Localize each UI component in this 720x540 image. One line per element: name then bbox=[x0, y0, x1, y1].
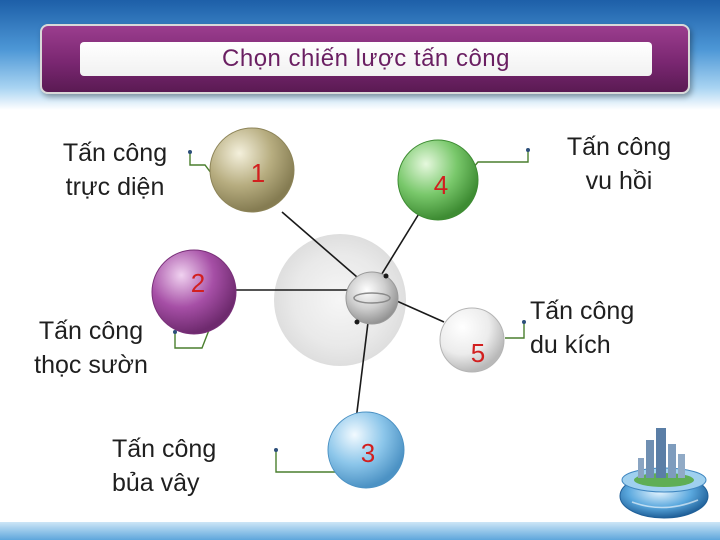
label-node-5-line-1: Tấn công bbox=[530, 297, 635, 325]
label-node-3-line-1: Tấn công bbox=[112, 435, 217, 463]
label-node-4: Tấn công vu hồi bbox=[544, 130, 694, 198]
bracket-3 bbox=[275, 450, 342, 473]
bracket-5 bbox=[505, 322, 525, 339]
node-3-number: 3 bbox=[361, 438, 375, 468]
node-4: 4 bbox=[397, 139, 479, 221]
label-node-2: Tấn công thọc sườn bbox=[10, 314, 172, 382]
node-4-number: 4 bbox=[434, 170, 448, 200]
page-title: Chọn chiến lược tấn công bbox=[222, 45, 510, 72]
title-bar: Chọn chiến lược tấn công bbox=[80, 42, 652, 76]
node-5: 5 bbox=[439, 307, 505, 373]
city-globe-icon bbox=[619, 428, 709, 519]
title-frame: Chọn chiến lược tấn công bbox=[40, 24, 690, 94]
label-node-1-line-2: trực diện bbox=[65, 173, 165, 201]
hub-halo bbox=[274, 234, 406, 366]
node-1-number: 1 bbox=[251, 158, 265, 188]
node-2: 2 bbox=[151, 249, 237, 335]
node-3: 3 bbox=[327, 411, 405, 489]
hub-sphere-icon bbox=[345, 271, 399, 325]
label-node-5-line-2: du kích bbox=[530, 331, 611, 359]
label-node-3: Tấn công bủa vây bbox=[112, 432, 252, 500]
node-5-number: 5 bbox=[471, 338, 485, 368]
footer-background bbox=[0, 522, 720, 540]
label-node-3-line-2: bủa vây bbox=[112, 469, 200, 497]
label-node-4-line-2: vu hồi bbox=[585, 167, 653, 195]
node-2-number: 2 bbox=[191, 268, 205, 298]
label-node-5: Tấn công du kích bbox=[530, 294, 680, 362]
label-node-1: Tấn công trực diện bbox=[40, 136, 190, 204]
node-1: 1 bbox=[209, 127, 295, 213]
label-node-2-line-2: thọc sườn bbox=[34, 351, 148, 379]
label-node-1-line-1: Tấn công bbox=[62, 139, 168, 167]
label-node-2-line-1: Tấn công bbox=[38, 317, 144, 345]
label-node-4-line-1: Tấn công bbox=[566, 133, 672, 161]
